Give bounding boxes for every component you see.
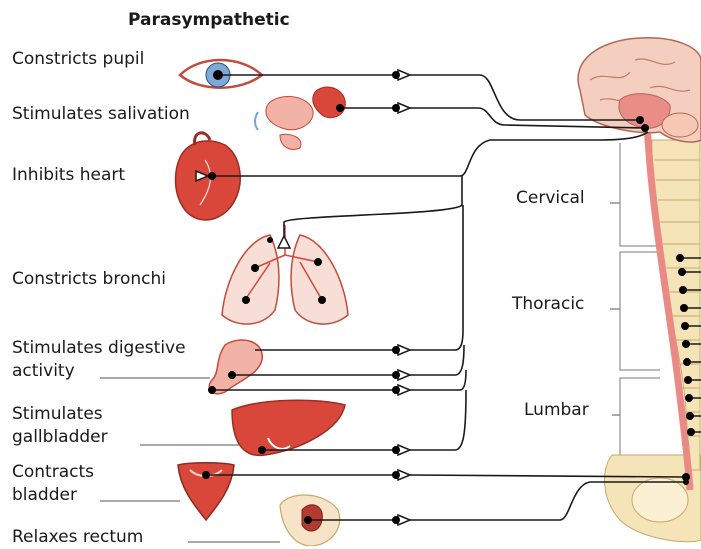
salivary-glands-icon (255, 87, 345, 150)
liver-icon (232, 400, 345, 455)
label-leaders (100, 203, 620, 542)
stomach-icon (209, 340, 262, 394)
vertebral-column (652, 140, 700, 470)
nerve-pathways (206, 75, 701, 520)
